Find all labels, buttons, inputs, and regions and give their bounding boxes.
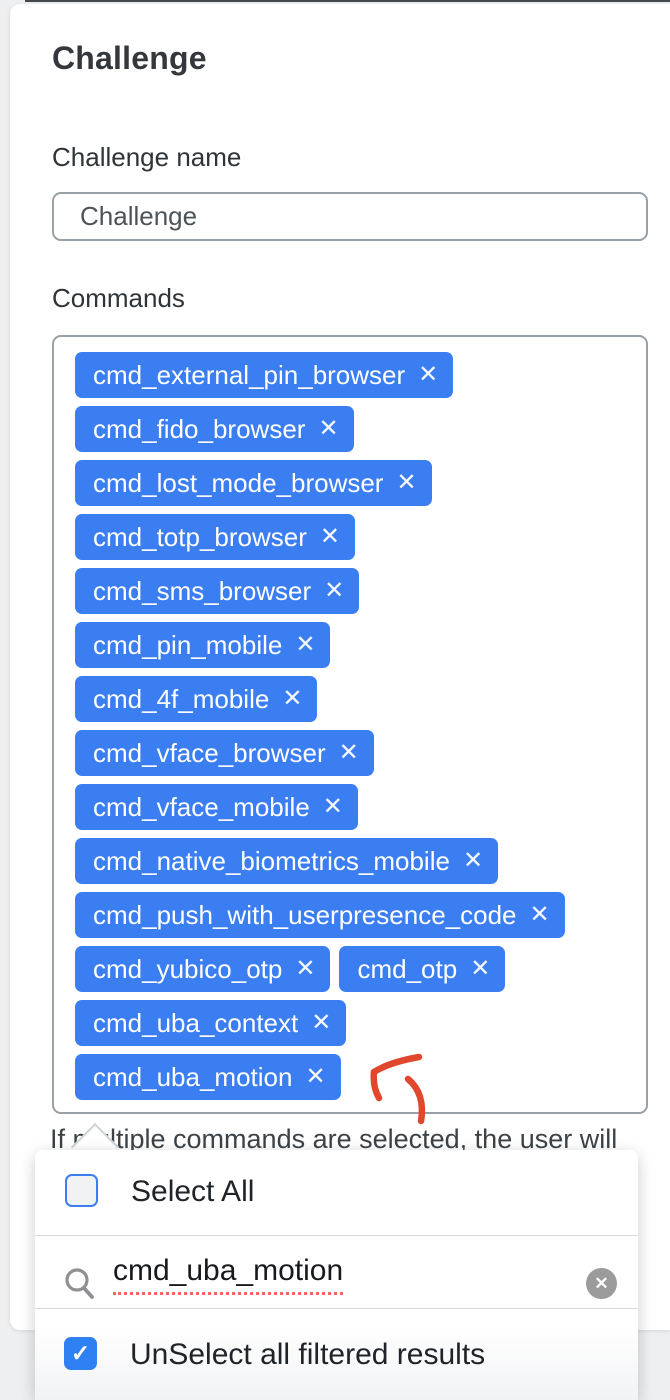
remove-icon[interactable]: ✕: [311, 1009, 332, 1036]
command-tag[interactable]: cmd_vface_browser ✕: [75, 730, 374, 776]
challenge-form-card: Challenge Challenge name Commands cmd_ex…: [10, 4, 670, 1330]
remove-icon[interactable]: ✕: [282, 685, 303, 712]
challenge-name-input[interactable]: [52, 192, 648, 241]
commands-helper-text: If multiple commands are selected, the u…: [50, 1124, 618, 1154]
command-tag-label: cmd_totp_browser: [93, 521, 307, 552]
divider: [35, 1308, 638, 1309]
divider: [35, 1235, 638, 1236]
remove-icon[interactable]: ✕: [418, 361, 439, 388]
commands-label: Commands: [52, 283, 185, 313]
clear-filter-button[interactable]: ✕: [586, 1268, 617, 1299]
tag-row: cmd_uba_motion ✕: [75, 1054, 565, 1100]
selected-commands-list: cmd_external_pin_browser✕cmd_fido_browse…: [75, 352, 565, 1100]
command-tag[interactable]: cmd_uba_context ✕: [75, 1000, 347, 1046]
command-tag-label: cmd_yubico_otp: [93, 953, 283, 984]
command-tag[interactable]: cmd_sms_browser ✕: [75, 568, 360, 614]
window-edge-line: [25, 0, 670, 2]
command-tag-label: cmd_uba_motion: [93, 1061, 293, 1092]
command-tag[interactable]: cmd_uba_motion ✕: [75, 1054, 341, 1100]
remove-icon[interactable]: ✕: [305, 1063, 326, 1090]
command-tag[interactable]: cmd_lost_mode_browser ✕: [75, 460, 432, 506]
tag-row: cmd_native_biometrics_mobile ✕: [75, 838, 565, 884]
tag-row: cmd_vface_browser ✕: [75, 730, 565, 776]
unselect-filtered-checkbox[interactable]: ✓: [64, 1337, 97, 1370]
tag-row: cmd_fido_browser ✕: [75, 406, 565, 452]
tag-row: cmd_4f_mobile ✕: [75, 676, 565, 722]
commands-multiselect[interactable]: cmd_external_pin_browser✕cmd_fido_browse…: [52, 335, 648, 1114]
clear-icon: ✕: [594, 1274, 609, 1293]
remove-icon[interactable]: ✕: [318, 415, 339, 442]
command-tag[interactable]: cmd_pin_mobile ✕: [75, 622, 331, 668]
remove-icon[interactable]: ✕: [529, 901, 550, 928]
command-tag[interactable]: cmd_yubico_otp ✕: [75, 946, 331, 992]
remove-icon[interactable]: ✕: [470, 955, 491, 982]
remove-icon[interactable]: ✕: [322, 793, 343, 820]
tag-row: cmd_push_with_userpresence_code ✕: [75, 892, 565, 938]
check-icon: ✓: [70, 1340, 91, 1366]
select-all-label: Select All: [131, 1175, 255, 1208]
command-tag-label: cmd_push_with_userpresence_code: [93, 899, 517, 930]
remove-icon[interactable]: ✕: [462, 847, 484, 874]
command-tag[interactable]: cmd_native_biometrics_mobile ✕: [75, 838, 499, 884]
tag-row: cmd_vface_mobile ✕: [75, 784, 565, 830]
command-tag-label: cmd_sms_browser: [93, 575, 312, 606]
command-tag-label: cmd_otp: [357, 953, 458, 984]
command-tag[interactable]: cmd_push_with_userpresence_code ✕: [75, 892, 565, 938]
command-tag-label: cmd_pin_mobile: [93, 629, 283, 660]
search-icon: [65, 1268, 94, 1299]
tag-row: cmd_pin_mobile ✕: [75, 622, 565, 668]
command-tag[interactable]: cmd_4f_mobile ✕: [75, 676, 318, 722]
tag-row: cmd_lost_mode_browser ✕: [75, 460, 565, 506]
remove-icon[interactable]: ✕: [324, 577, 345, 604]
command-tag[interactable]: cmd_vface_mobile ✕: [75, 784, 358, 830]
command-tag-label: cmd_vface_browser: [93, 737, 326, 768]
tag-row: cmd_sms_browser ✕: [75, 568, 565, 614]
unselect-filtered-label: UnSelect all filtered results: [130, 1338, 486, 1371]
command-tag-label: cmd_fido_browser: [93, 413, 306, 444]
filter-dropdown-panel: ✓ Select All cmd_uba_motion ✕ ✓ UnSelect…: [35, 1150, 638, 1400]
page-title: Challenge: [52, 40, 207, 76]
tag-row: cmd_uba_context ✕: [75, 1000, 565, 1046]
remove-icon[interactable]: ✕: [319, 523, 340, 550]
command-tag-label: cmd_4f_mobile: [93, 683, 270, 714]
select-all-checkbox[interactable]: ✓: [65, 1174, 98, 1207]
command-tag[interactable]: cmd_otp ✕: [339, 946, 506, 992]
command-tag-label: cmd_lost_mode_browser: [93, 467, 384, 498]
tag-row: cmd_external_pin_browser ✕: [75, 352, 565, 398]
command-tag[interactable]: cmd_external_pin_browser ✕: [75, 352, 454, 398]
remove-icon[interactable]: ✕: [338, 739, 359, 766]
remove-icon[interactable]: ✕: [396, 469, 417, 496]
command-tag-label: cmd_vface_mobile: [93, 791, 310, 822]
command-tag-label: cmd_uba_context: [93, 1007, 299, 1038]
tag-row: cmd_yubico_otp ✕ cmd_otp ✕: [75, 946, 565, 992]
command-tag[interactable]: cmd_fido_browser ✕: [75, 406, 354, 452]
filter-input[interactable]: cmd_uba_motion: [113, 1254, 344, 1295]
challenge-name-label: Challenge name: [52, 142, 242, 172]
tag-row: cmd_totp_browser ✕: [75, 514, 565, 560]
remove-icon[interactable]: ✕: [295, 955, 316, 982]
remove-icon[interactable]: ✕: [295, 631, 316, 658]
command-tag[interactable]: cmd_totp_browser ✕: [75, 514, 355, 560]
command-tag-label: cmd_external_pin_browser: [93, 359, 406, 390]
command-tag-label: cmd_native_biometrics_mobile: [93, 845, 450, 876]
